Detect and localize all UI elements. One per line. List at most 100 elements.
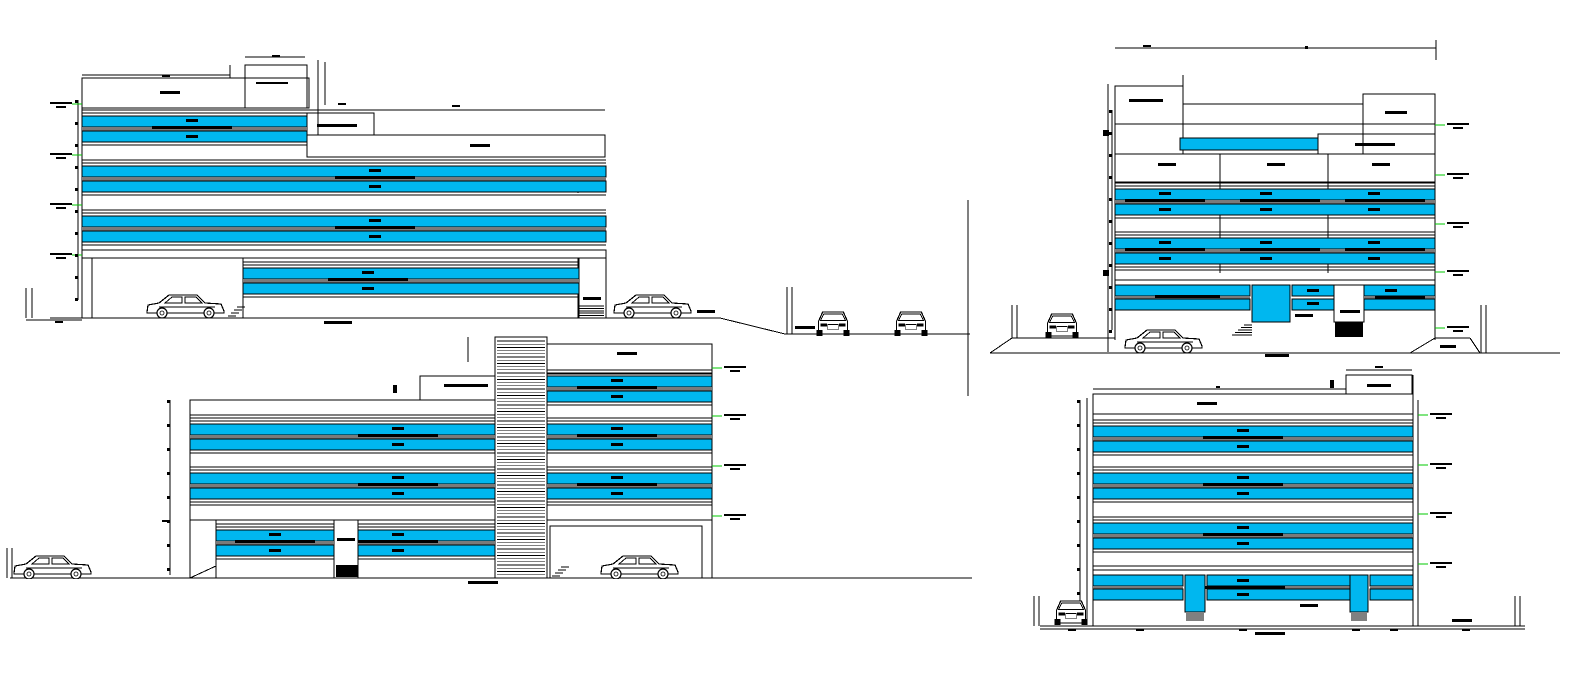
car-front-view [1053, 600, 1089, 625]
level-marker-label [1447, 270, 1469, 272]
text-label-bar [392, 476, 404, 479]
dimension-tick [1109, 110, 1112, 113]
text-label-bar [1159, 241, 1171, 244]
view-title-bar [468, 581, 498, 584]
service-door [1333, 284, 1365, 323]
roof-box [244, 64, 308, 109]
glazing-panel [81, 230, 607, 243]
text-label-bar [1260, 257, 1272, 260]
text-label-bar [1237, 542, 1249, 545]
text-label-bar [1237, 579, 1249, 582]
text-label-bar [1197, 402, 1217, 405]
text-label-bar [1158, 163, 1176, 166]
glazing-panel [1369, 588, 1414, 601]
text-label-bar [1372, 163, 1390, 166]
level-marker-label [724, 414, 746, 416]
dimension-tick [1077, 424, 1080, 427]
text-label-bar [697, 310, 715, 313]
glazing-panel [357, 544, 496, 557]
text-label-bar [1345, 248, 1425, 251]
dimension-tick [1077, 472, 1080, 475]
roof-step-block [419, 375, 496, 401]
text-label-bar [611, 476, 623, 479]
dimension-text [452, 105, 460, 107]
dimension-tick [75, 232, 78, 235]
spandrel-band [190, 435, 495, 439]
level-marker-label [1430, 463, 1452, 465]
dimension-tick [1077, 496, 1080, 499]
dimension-text [1390, 629, 1398, 631]
floor-band [1114, 269, 1436, 281]
text-label-bar [328, 278, 408, 281]
text-label-bar [1267, 163, 1285, 166]
level-marker-label [56, 157, 66, 159]
text-label-bar [1440, 345, 1456, 348]
level-marker-label [56, 257, 66, 259]
dimension-tick [75, 298, 78, 301]
car-side-view [613, 294, 692, 318]
text-label-bar [269, 533, 281, 536]
dimension-tick [75, 122, 78, 125]
dimension-tick [1077, 544, 1080, 547]
text-label-bar [1368, 192, 1380, 195]
text-label-bar [369, 169, 381, 172]
text-label-bar [1240, 248, 1320, 251]
dimension-text [1305, 46, 1308, 49]
view-title-bar [1265, 354, 1289, 357]
glazing-panel [1363, 298, 1436, 311]
text-label-bar [1237, 593, 1249, 596]
text-label-bar [186, 119, 198, 122]
dimension-tick [75, 210, 78, 213]
text-label-bar [617, 352, 637, 355]
dimension-tick [1109, 154, 1112, 157]
text-label-bar [362, 271, 374, 274]
text-label-bar [1237, 445, 1249, 448]
text-label-bar [577, 483, 657, 486]
dimension-tick [167, 544, 170, 547]
glazing-panel [81, 180, 607, 193]
dimension-text [1103, 270, 1109, 276]
glazing-panel [189, 438, 496, 451]
glazing-panel [189, 472, 496, 485]
text-label-bar [1125, 199, 1205, 202]
text-label-bar [1237, 476, 1249, 479]
glazing-panel [1114, 284, 1251, 297]
spandrel-band [243, 279, 579, 283]
glazing-panel [546, 423, 713, 436]
car-front-view [1044, 313, 1080, 338]
dimension-tick [1109, 132, 1112, 135]
parapet [306, 134, 606, 158]
text-label-bar [1452, 619, 1472, 622]
text-label-bar [1203, 483, 1283, 486]
level-marker-label [1430, 512, 1452, 514]
dimension-tick [1109, 198, 1112, 201]
dimension-tick [1109, 308, 1112, 311]
text-label-bar [1159, 208, 1171, 211]
text-label-bar [392, 533, 404, 536]
glazing-panel [81, 215, 607, 228]
text-label-bar [444, 384, 488, 387]
glazing-panel [1092, 472, 1414, 485]
text-label-bar [358, 434, 438, 437]
dimension-tick [1109, 176, 1112, 179]
stair-hatch [336, 565, 358, 577]
entrance-door-glass [1349, 574, 1369, 613]
glazing-panel [546, 375, 713, 388]
text-label-bar [1307, 302, 1319, 305]
text-label-bar [1368, 241, 1380, 244]
dimension-tick [1077, 592, 1080, 595]
dimension-text [1216, 386, 1220, 388]
dimension-tick [1077, 400, 1080, 403]
text-label-bar [256, 82, 288, 84]
dimension-tick [1109, 264, 1112, 267]
text-label-bar [1260, 208, 1272, 211]
dimension-text [1103, 130, 1109, 136]
text-label-bar [1355, 143, 1395, 146]
glazing-panel [1092, 588, 1184, 601]
level-marker-label [1453, 127, 1463, 129]
glazing-panel [1114, 252, 1436, 265]
dimension-tick [1077, 520, 1080, 523]
glazing-panel [546, 438, 713, 451]
glazing-panel [357, 529, 496, 542]
text-label-bar [795, 326, 815, 329]
